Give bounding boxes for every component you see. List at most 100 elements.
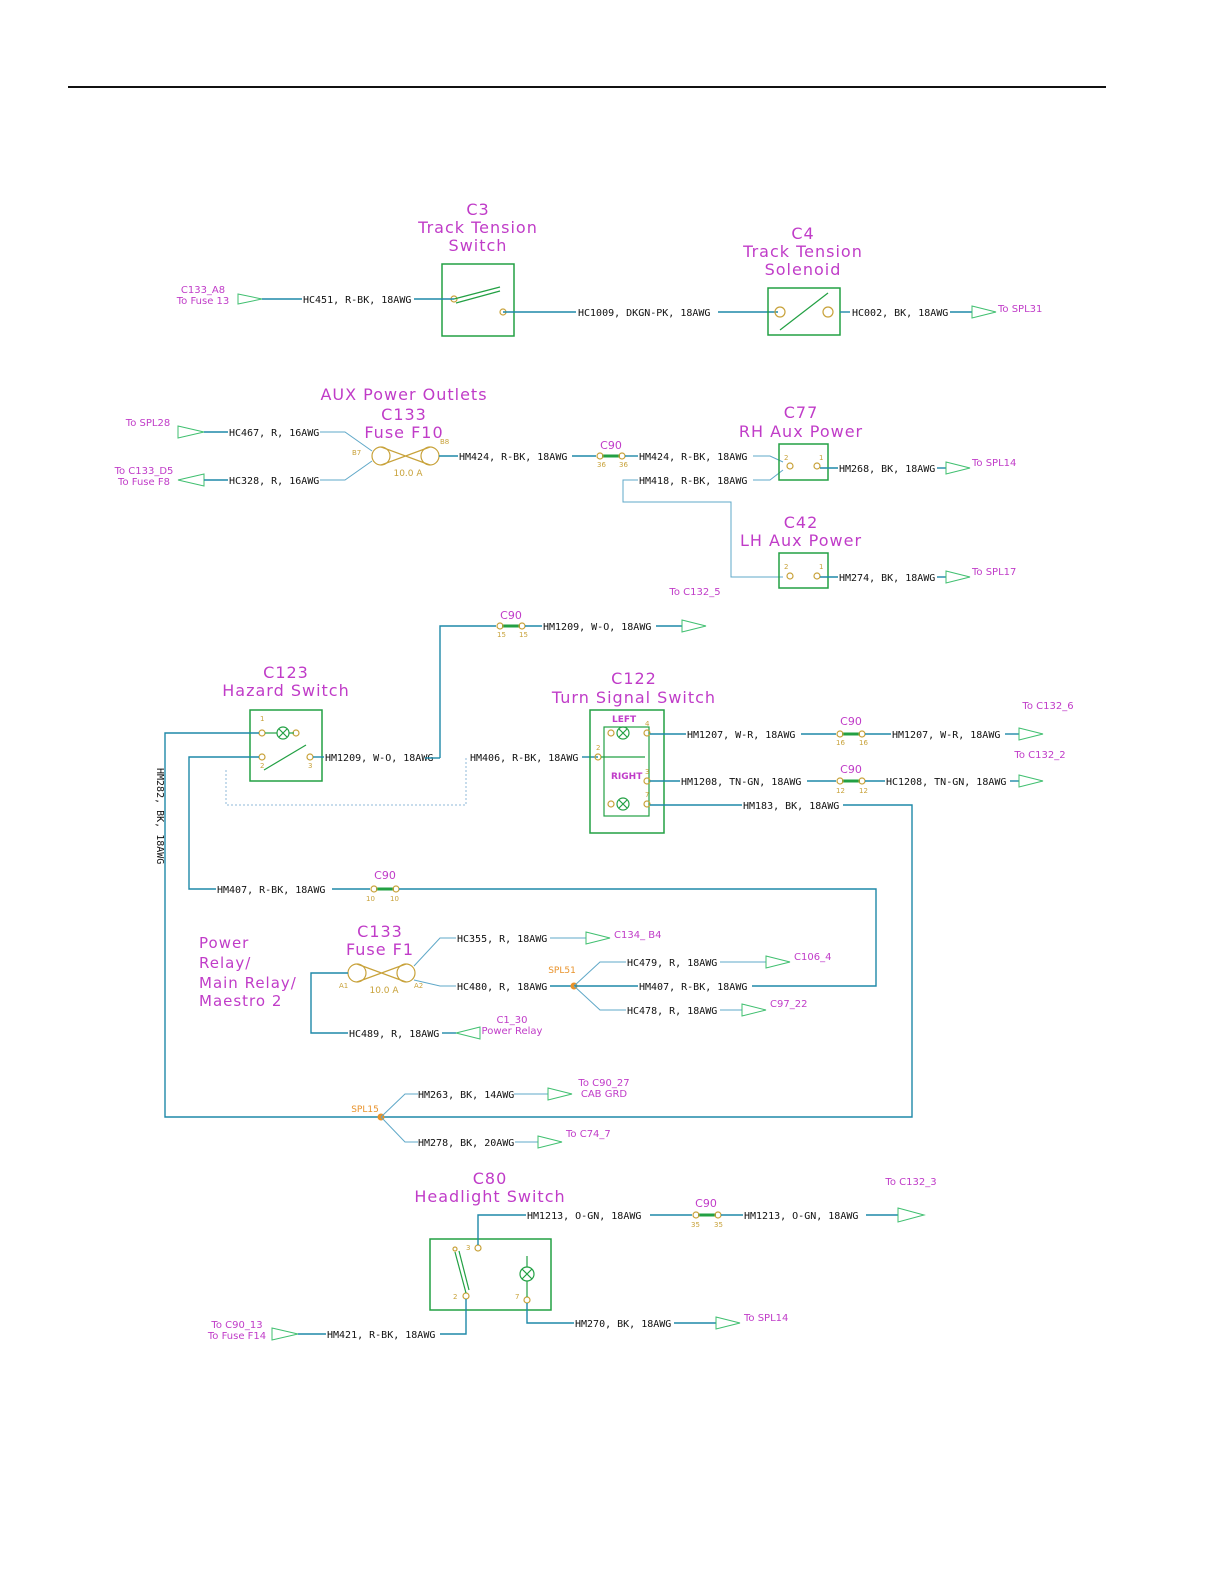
label-hm1213-a: HM1213, O-GN, 18AWG — [527, 1211, 641, 1222]
label-hm407-a: HM407, R-BK, 18AWG — [217, 885, 325, 896]
wire-hc480-left — [413, 979, 456, 987]
c123-pin-1 — [258, 729, 266, 737]
fuse-f10-pin-b8: B8 — [440, 438, 449, 446]
c80-pin-7-label: 7 — [515, 1293, 519, 1301]
label-hc1009: HC1009, DKGN-PK, 18AWG — [578, 308, 710, 319]
ref-cab-grd: CAB GRD — [581, 1089, 628, 1100]
label-hm274: HM274, BK, 18AWG — [839, 573, 935, 584]
c132-6-arrow — [1018, 727, 1044, 741]
label-hm424-b: HM424, R-BK, 18AWG — [639, 452, 747, 463]
c122-box — [589, 709, 665, 834]
fuse-f10-element — [380, 446, 431, 466]
c122-name: Turn Signal Switch — [551, 688, 716, 707]
c90-pin-15-r: 15 — [519, 631, 528, 639]
c123-pin-3-label: 3 — [308, 762, 312, 770]
c90-label-16: C90 — [840, 715, 862, 728]
wire-hm278-left — [380, 1116, 418, 1143]
power-relay-line-3: Main Relay/ — [199, 974, 297, 992]
c97-22-arrow — [741, 1003, 767, 1017]
c90-35-term-l — [692, 1211, 700, 1219]
c123-pin-2-label: 2 — [260, 762, 264, 770]
c122-inner-frame — [603, 726, 650, 817]
fuse-f10-pin-b7: B7 — [352, 449, 361, 457]
ref-fuse-f8: To Fuse F8 — [117, 477, 170, 488]
c80-id: C80 — [473, 1169, 508, 1188]
c4-pin-1 — [774, 306, 786, 318]
c3-switch-blade-2 — [455, 290, 501, 304]
c123-lamp-x — [278, 728, 288, 738]
label-hc467: HC467, R, 16AWG — [229, 428, 319, 439]
ref-c1-30: C1_30 — [496, 1015, 527, 1026]
c122-pin-3-label: 3 — [645, 768, 649, 776]
power-relay-line-1: Power — [199, 934, 249, 952]
c90-pin-36-l: 36 — [597, 461, 606, 469]
c123-switch-blade — [263, 744, 307, 771]
c122-pin-7-label: 7 — [645, 791, 649, 799]
label-hc478: HC478, R, 18AWG — [627, 1006, 717, 1017]
c42-box — [778, 552, 829, 589]
c4-name-1: Track Tension — [742, 242, 863, 261]
c90-connector-15: C90 15 15 — [496, 609, 528, 639]
label-hm1209-a: HM1209, W-O, 18AWG — [325, 753, 433, 764]
c3-name-1: Track Tension — [417, 218, 538, 237]
c80-pin-2-label: 2 — [453, 1293, 457, 1301]
label-hc451: HC451, R-BK, 18AWG — [303, 295, 411, 306]
c90-15-term-l — [496, 622, 504, 630]
label-hm421: HM421, R-BK, 18AWG — [327, 1330, 435, 1341]
ref-c106-4: C106_4 — [794, 952, 831, 963]
power-relay-line-4: Maestro 2 — [199, 992, 282, 1010]
c123-hazard-switch: C123 Hazard Switch 1 2 3 — [222, 663, 349, 782]
ref-c90-13: To C90_13 — [210, 1320, 262, 1331]
ref-spl14-b: To SPL14 — [743, 1313, 788, 1324]
label-hm183: HM183, BK, 18AWG — [743, 801, 839, 812]
ref-c132-6: To C132_6 — [1021, 701, 1073, 712]
c133-a-name: Fuse F10 — [364, 423, 443, 442]
c77-name: RH Aux Power — [739, 422, 863, 441]
c80-lamp-x — [521, 1268, 533, 1280]
c90-pin-10-r: 10 — [390, 895, 399, 903]
c90-12-term-l — [836, 777, 844, 785]
wire-hm1213-a-route — [477, 1214, 526, 1245]
c122-id: C122 — [611, 669, 657, 688]
label-hm278: HM278, BK, 20AWG — [418, 1138, 514, 1149]
c74-7-arrow — [537, 1135, 563, 1149]
spl14-a-arrow — [945, 461, 971, 475]
ref-c133-a8: C133_A8 — [181, 285, 225, 296]
c80-switch-blade-2 — [458, 1250, 470, 1291]
label-hm418: HM418, R-BK, 18AWG — [639, 476, 747, 487]
label-hc479: HC479, R, 18AWG — [627, 958, 717, 969]
c90-pin-35-l: 35 — [691, 1221, 700, 1229]
c80-name: Headlight Switch — [414, 1187, 565, 1206]
c132-3-arrow — [897, 1207, 926, 1223]
c42-pin-2 — [786, 572, 794, 580]
c90-pin-16-r: 16 — [859, 739, 868, 747]
c80-switch-blade — [454, 1251, 467, 1294]
fuse-f1-amperage: 10.0 A — [369, 986, 399, 996]
label-hm268: HM268, BK, 18AWG — [839, 464, 935, 475]
label-hm407-b: HM407, R-BK, 18AWG — [639, 982, 747, 993]
spl51-label: SPL51 — [548, 966, 576, 976]
c90-label-36: C90 — [600, 439, 622, 452]
spl28-arrow — [177, 425, 205, 439]
c3-name-2: Switch — [449, 236, 508, 255]
label-hm263: HM263, BK, 14AWG — [418, 1090, 514, 1101]
c133-b-name: Fuse F1 — [346, 940, 414, 959]
label-hm424-a: HM424, R-BK, 18AWG — [459, 452, 567, 463]
wire-hc355-left — [413, 937, 456, 967]
ref-c133-d5: To C133_D5 — [114, 466, 174, 477]
c80-headlight-switch: C80 Headlight Switch 3 2 7 — [414, 1169, 565, 1311]
ref-c74-7: To C74_7 — [565, 1129, 611, 1140]
ref-c97-22: C97_22 — [770, 999, 807, 1010]
c90-connector-16: C90 16 16 — [836, 715, 868, 747]
c42-name: LH Aux Power — [740, 531, 862, 550]
c122-left-lamp-x — [618, 728, 628, 738]
label-hm1207-b: HM1207, W-R, 18AWG — [892, 730, 1000, 741]
label-hc1208: HC1208, TN-GN, 18AWG — [886, 777, 1006, 788]
wire-hc328-right — [320, 460, 373, 481]
ref-spl14-a: To SPL14 — [971, 458, 1016, 469]
c4-name-2: Solenoid — [765, 260, 842, 279]
label-hm1213-b: HM1213, O-GN, 18AWG — [744, 1211, 858, 1222]
wire-hm183-route — [381, 804, 913, 1118]
fuse-f10: B7 B8 10.0 A — [352, 438, 449, 479]
c90-pin-16-l: 16 — [836, 739, 845, 747]
